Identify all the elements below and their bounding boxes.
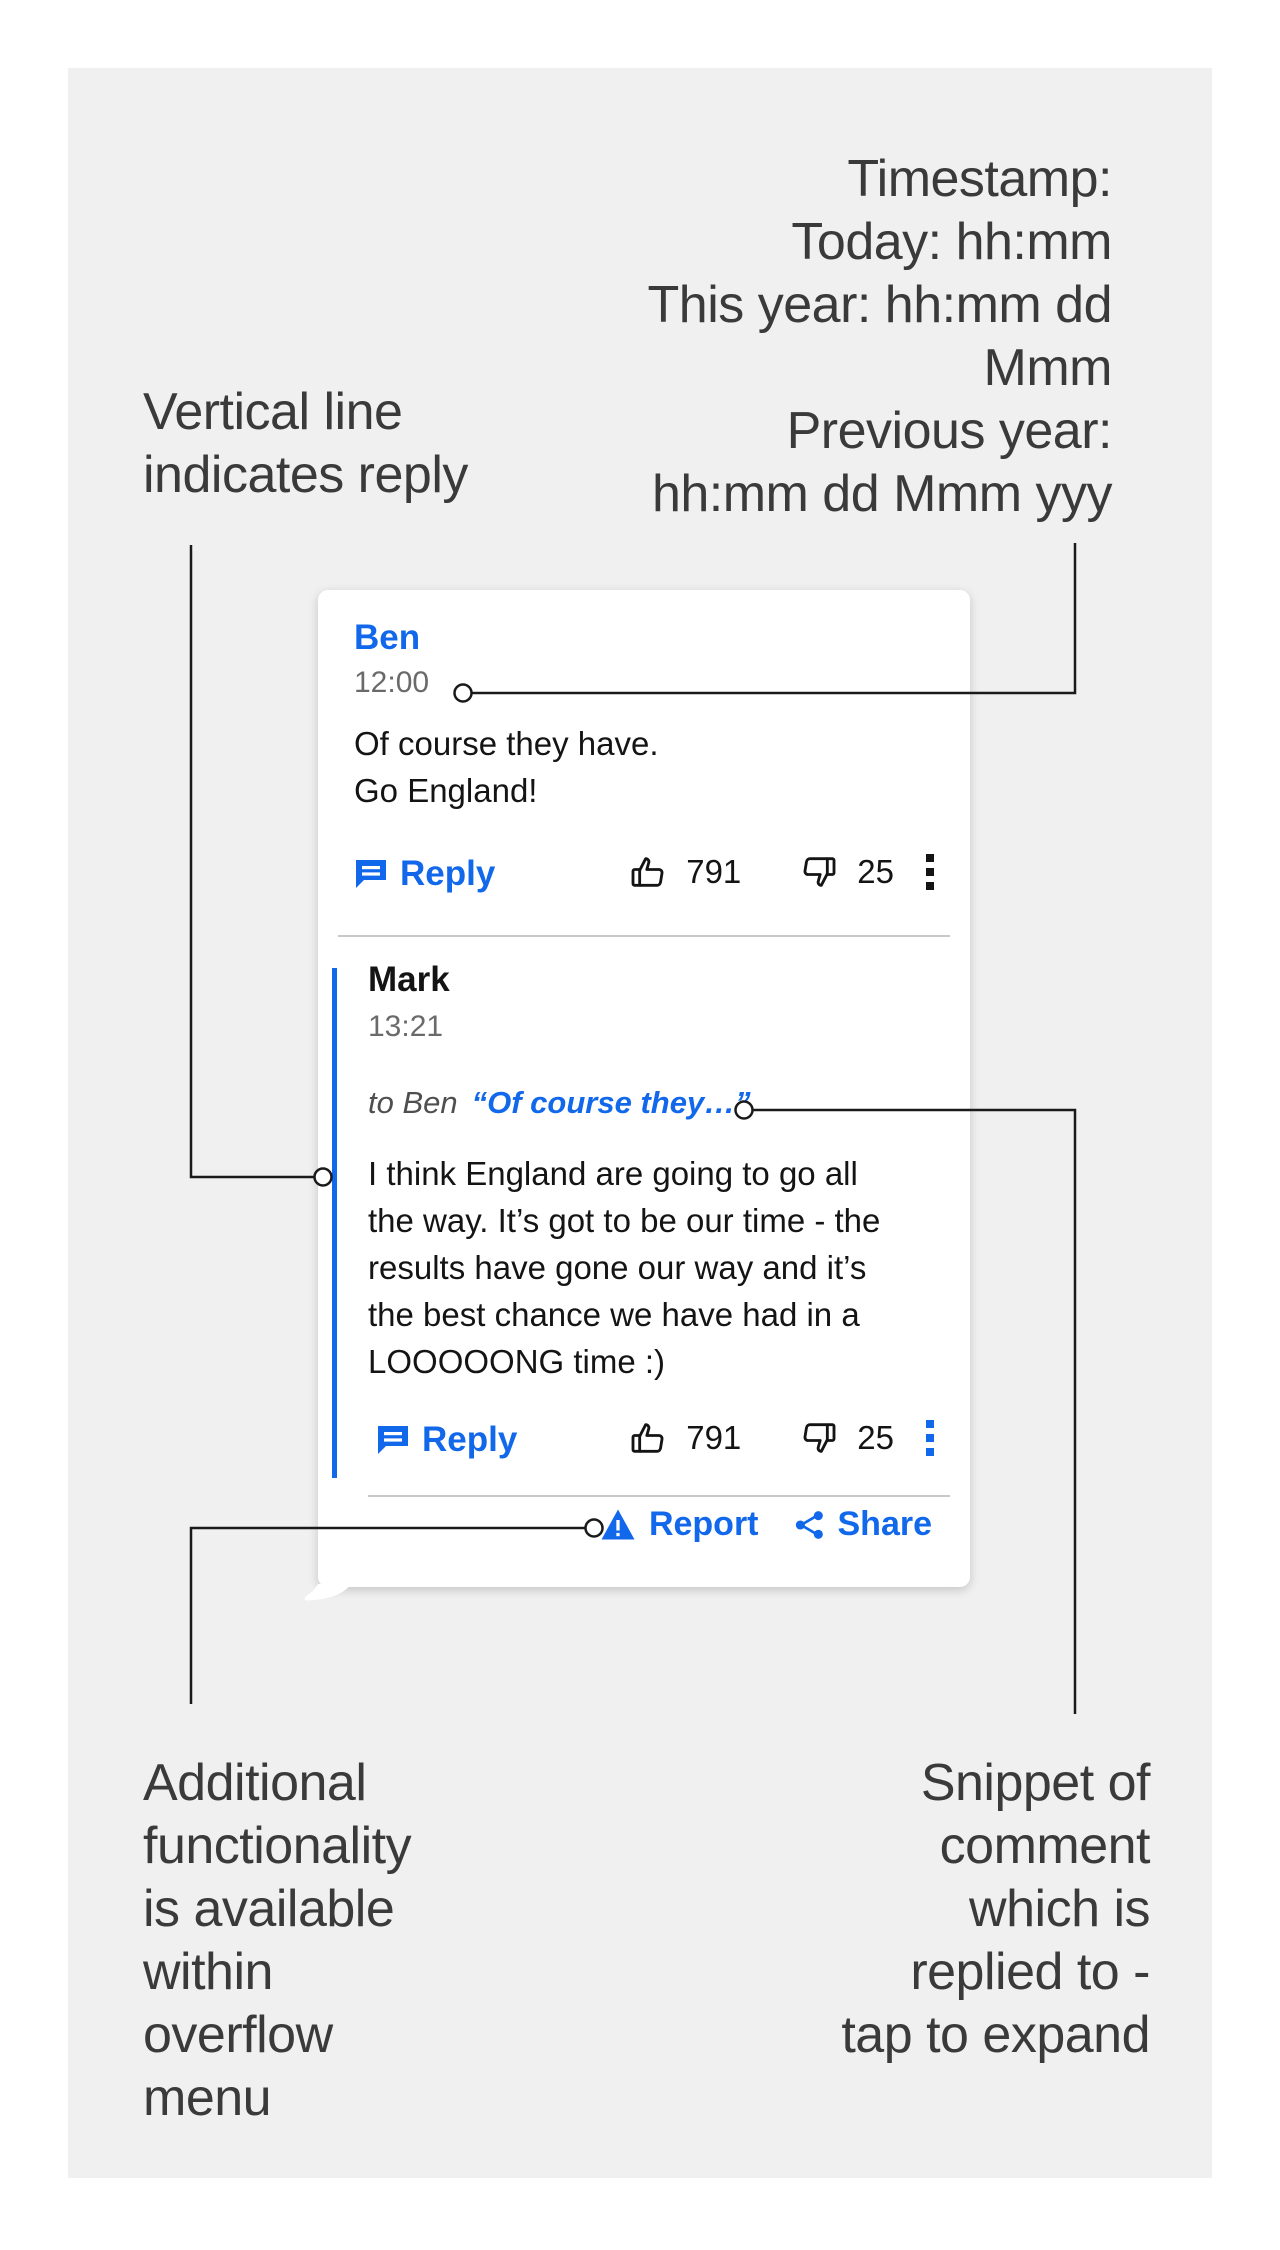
like-count: 791: [686, 853, 742, 890]
report-warning-icon: [601, 1509, 635, 1540]
reply-label: Reply: [400, 854, 496, 893]
reply-label: Reply: [422, 1420, 518, 1459]
replied-comment-snippet[interactable]: “Of course they…”: [471, 1085, 751, 1120]
reply-button[interactable]: Reply: [354, 854, 495, 894]
share-label: Share: [837, 1505, 933, 1543]
comment-author: Mark: [368, 960, 450, 999]
thumbs-down-icon[interactable]: [799, 852, 839, 892]
comment-divider: [338, 935, 950, 937]
share-icon: [795, 1510, 823, 1539]
comment-timestamp: 13:21: [368, 1010, 444, 1043]
reply-context: to Ben “Of course they…”: [368, 1085, 751, 1121]
thumbs-up-icon[interactable]: [628, 852, 668, 892]
reply-speech-bubble-icon: [378, 1426, 408, 1454]
share-button[interactable]: Share: [793, 1505, 933, 1544]
overflow-menu-button[interactable]: [926, 854, 934, 890]
reply-speech-bubble-icon: [356, 860, 386, 888]
reply-button[interactable]: Reply: [376, 1420, 517, 1460]
comment-body: Of course they have.Go England!: [354, 725, 659, 809]
comment-divider: [368, 1495, 950, 1497]
reply-indicator-line: [332, 968, 337, 1478]
thumbs-down-icon[interactable]: [799, 1418, 839, 1458]
like-count: 791: [686, 1419, 742, 1456]
report-button[interactable]: Report: [600, 1505, 759, 1544]
overflow-menu-button[interactable]: [926, 1420, 934, 1456]
comment-card: Ben 12:00 Of course they have.Go England…: [318, 590, 970, 1587]
dislike-count: 25: [857, 853, 894, 890]
report-label: Report: [648, 1505, 759, 1543]
reply-to-prefix: to Ben: [368, 1085, 458, 1120]
thumbs-up-icon[interactable]: [628, 1418, 668, 1458]
dislike-count: 25: [857, 1419, 894, 1456]
speech-bubble-tail: [304, 1584, 352, 1601]
comment-author: Ben: [354, 618, 421, 657]
comment-timestamp: 12:00: [354, 666, 430, 699]
comment-action-row: Reply 791 25: [318, 1418, 970, 1466]
comment-footer-row: Report Share: [600, 1505, 932, 1544]
comment-action-row: Reply 791 25: [318, 852, 970, 900]
